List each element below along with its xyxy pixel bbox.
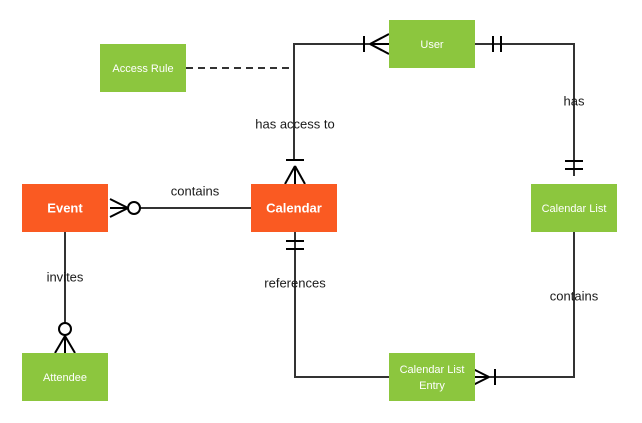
link-calendar-listentry-references [294,232,389,378]
rel-label-has: has [564,93,585,108]
entity-calendar-list-entry[interactable]: Calendar List Entry [389,353,475,401]
marker-user-right-exactly-one [492,36,502,52]
entity-calendar-list[interactable]: Calendar List [531,184,617,232]
entity-calendar-list-entry-label-line2: Entry [419,380,445,392]
rel-label-references: references [264,275,326,290]
relationship-label-layer: has access to contains invites has refer… [47,93,599,303]
entity-calendar[interactable]: Calendar [251,184,337,232]
marker-calendarlist-top-exactly-one [565,160,583,170]
rel-label-contains-event-calendar: contains [171,183,220,198]
rel-label-has-access-to: has access to [255,116,335,131]
entity-user-box[interactable] [389,20,475,68]
entity-calendar-list-entry-box[interactable] [389,353,475,401]
marker-calendar-bottom-exactly-one [286,240,304,250]
entity-access-rule-label: Access Rule [112,63,173,75]
entity-attendee-label: Attendee [43,372,87,384]
link-calendarlist-listentry-contains [489,232,575,378]
marker-calendar-top-one-or-many [284,159,306,185]
marker-attendee-top-zero-or-many [54,322,76,354]
cardinality-marker-layer [54,33,583,387]
link-user-calendar-has-access-to [293,43,389,160]
entity-user-label: User [420,39,444,51]
entity-calendar-list-box[interactable] [531,184,617,232]
entity-calendar-box[interactable] [251,184,337,232]
entity-calendar-list-entry-label-line1: Calendar List [400,364,465,376]
entity-event-label: Event [47,200,83,215]
marker-user-left-one-or-many [363,33,390,55]
entity-user[interactable]: User [389,20,475,68]
entity-access-rule[interactable]: Access Rule [100,44,186,92]
entity-access-rule-box[interactable] [100,44,186,92]
entity-attendee-box[interactable] [22,353,108,401]
entity-attendee[interactable]: Attendee [22,353,108,401]
entity-calendar-label: Calendar [266,200,322,215]
marker-event-right-zero-or-many [109,198,141,218]
rel-label-invites: invites [47,269,84,284]
entity-event-box[interactable] [22,184,108,232]
link-user-calendarlist-has [475,43,575,176]
entity-event[interactable]: Event [22,184,108,232]
rel-label-contains-calendarlist-entry: contains [550,288,599,303]
entity-layer: Access Rule User Event Calendar Calendar… [22,20,617,401]
entity-calendar-list-label: Calendar List [542,203,607,215]
